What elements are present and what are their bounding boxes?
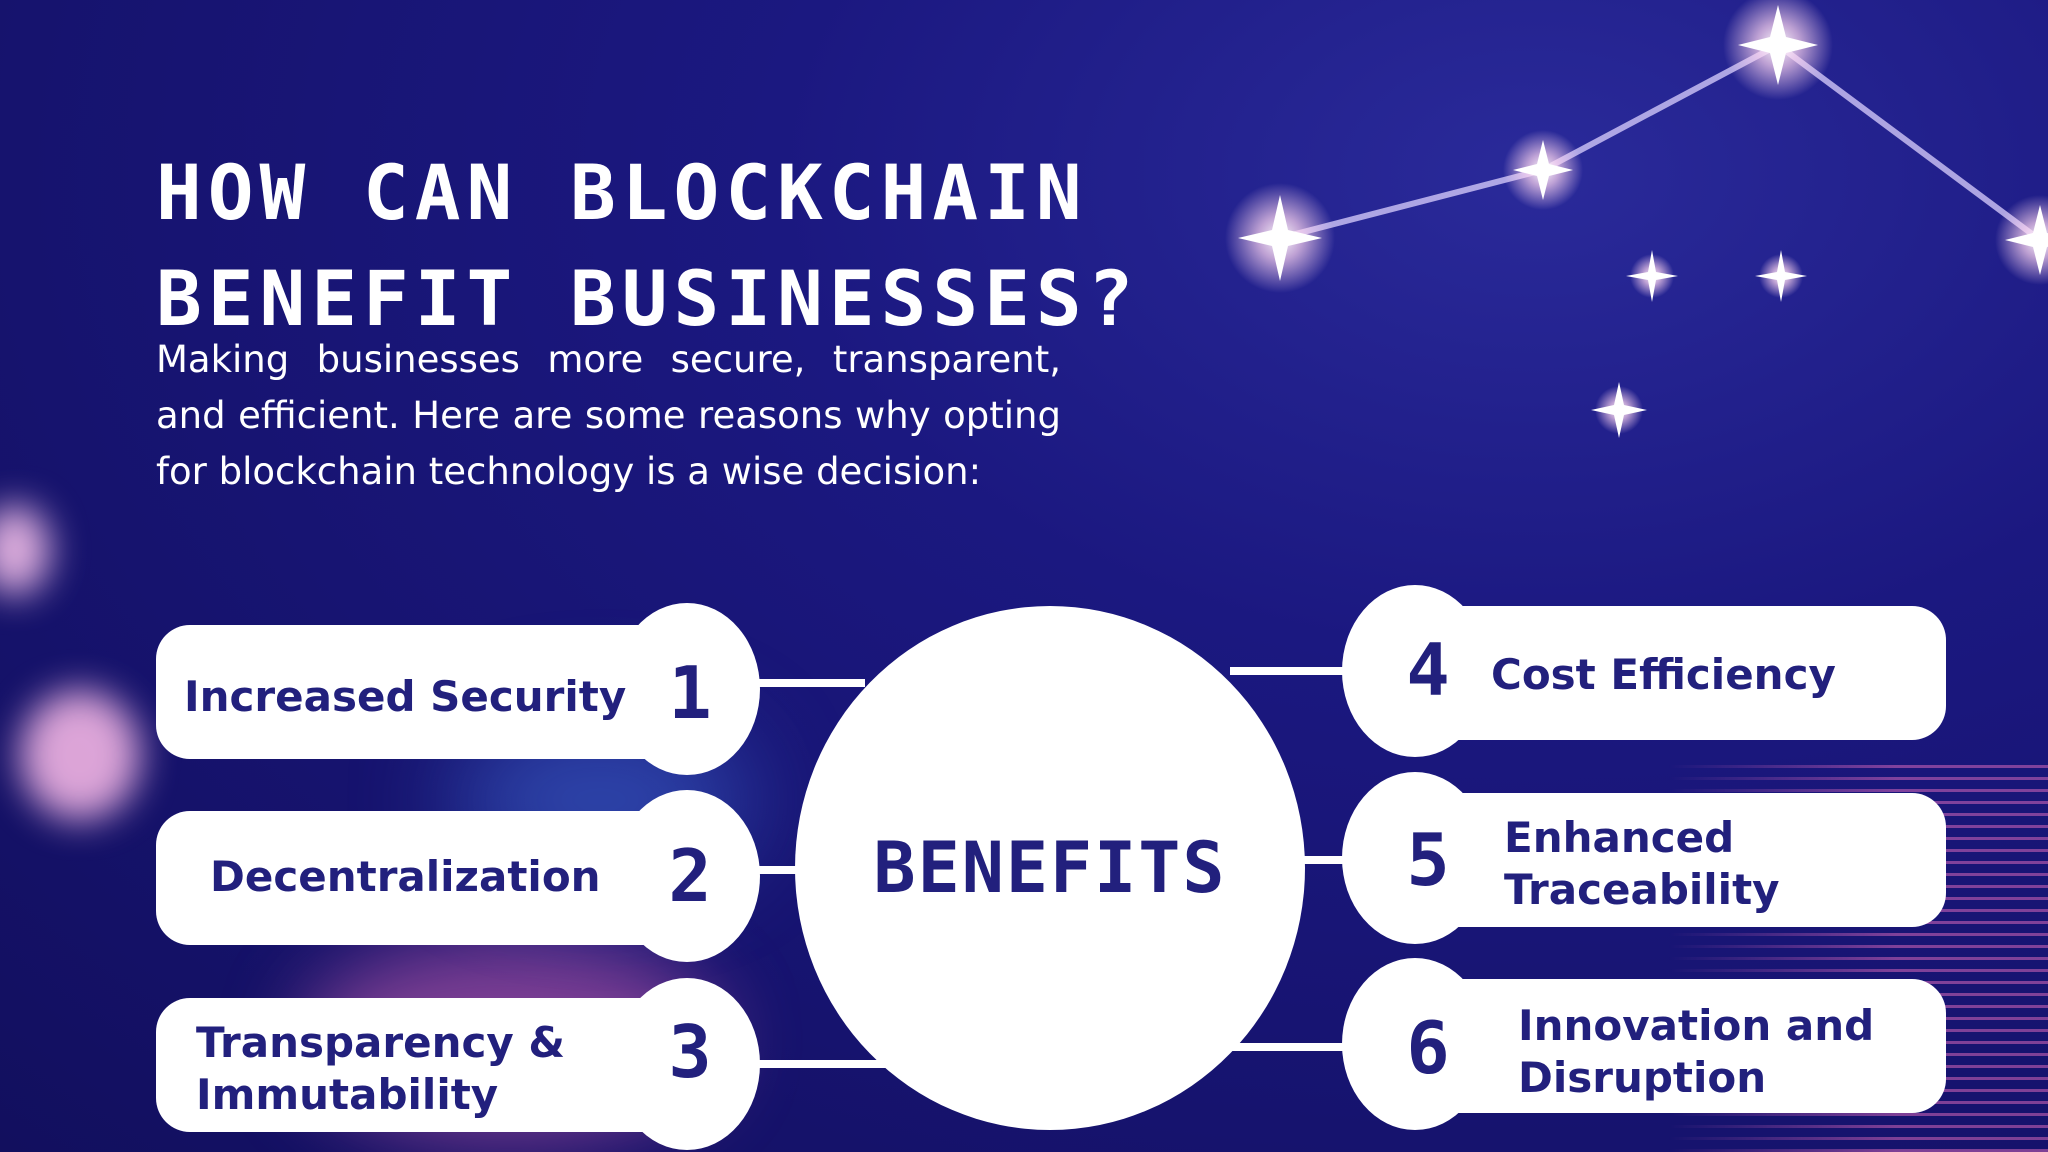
glow-orb-left-mid [20,690,140,820]
connector-1 [755,679,865,687]
star-icon [1503,130,1583,210]
benefit-label: Cost Efficiency [1491,650,1836,699]
star-icon [1755,250,1807,302]
star-icon [1995,195,2048,285]
benefit-label: Enhanced Traceability [1504,813,1780,914]
page-title: How can Blockchain Benefit Businesses? [156,140,1139,352]
constellation-line [1279,41,2042,243]
connector-4 [1230,667,1360,675]
title-line-2: Benefit Businesses? [156,254,1140,343]
star-icon [1723,0,1833,100]
connector-6 [1230,1043,1360,1051]
intro-paragraph: Making businesses more secure, transpare… [156,338,1061,493]
connector-5 [1290,856,1370,864]
benefit-number: 6 [1406,1006,1450,1090]
star-icon [1591,382,1647,438]
connector-3 [755,1060,895,1068]
benefit-number: 5 [1406,818,1450,902]
star-icon [1225,183,1335,293]
benefit-number: 3 [668,1010,712,1094]
benefit-number: 2 [668,834,712,918]
benefit-label: Increased Security [184,672,627,721]
title-line-1: How can Blockchain [156,148,1088,237]
benefit-label: Transparency & Immutability [196,1018,566,1119]
connector-2 [755,866,815,874]
benefits-hub: BENEFITS [795,606,1305,1130]
benefit-label: Decentralization [210,852,601,901]
benefit-label: Innovation and Disruption [1518,1001,1875,1102]
benefit-number: 1 [668,651,712,735]
star-icon [1626,250,1678,302]
benefit-number: 4 [1406,628,1450,712]
hub-label: BENEFITS [873,827,1227,909]
